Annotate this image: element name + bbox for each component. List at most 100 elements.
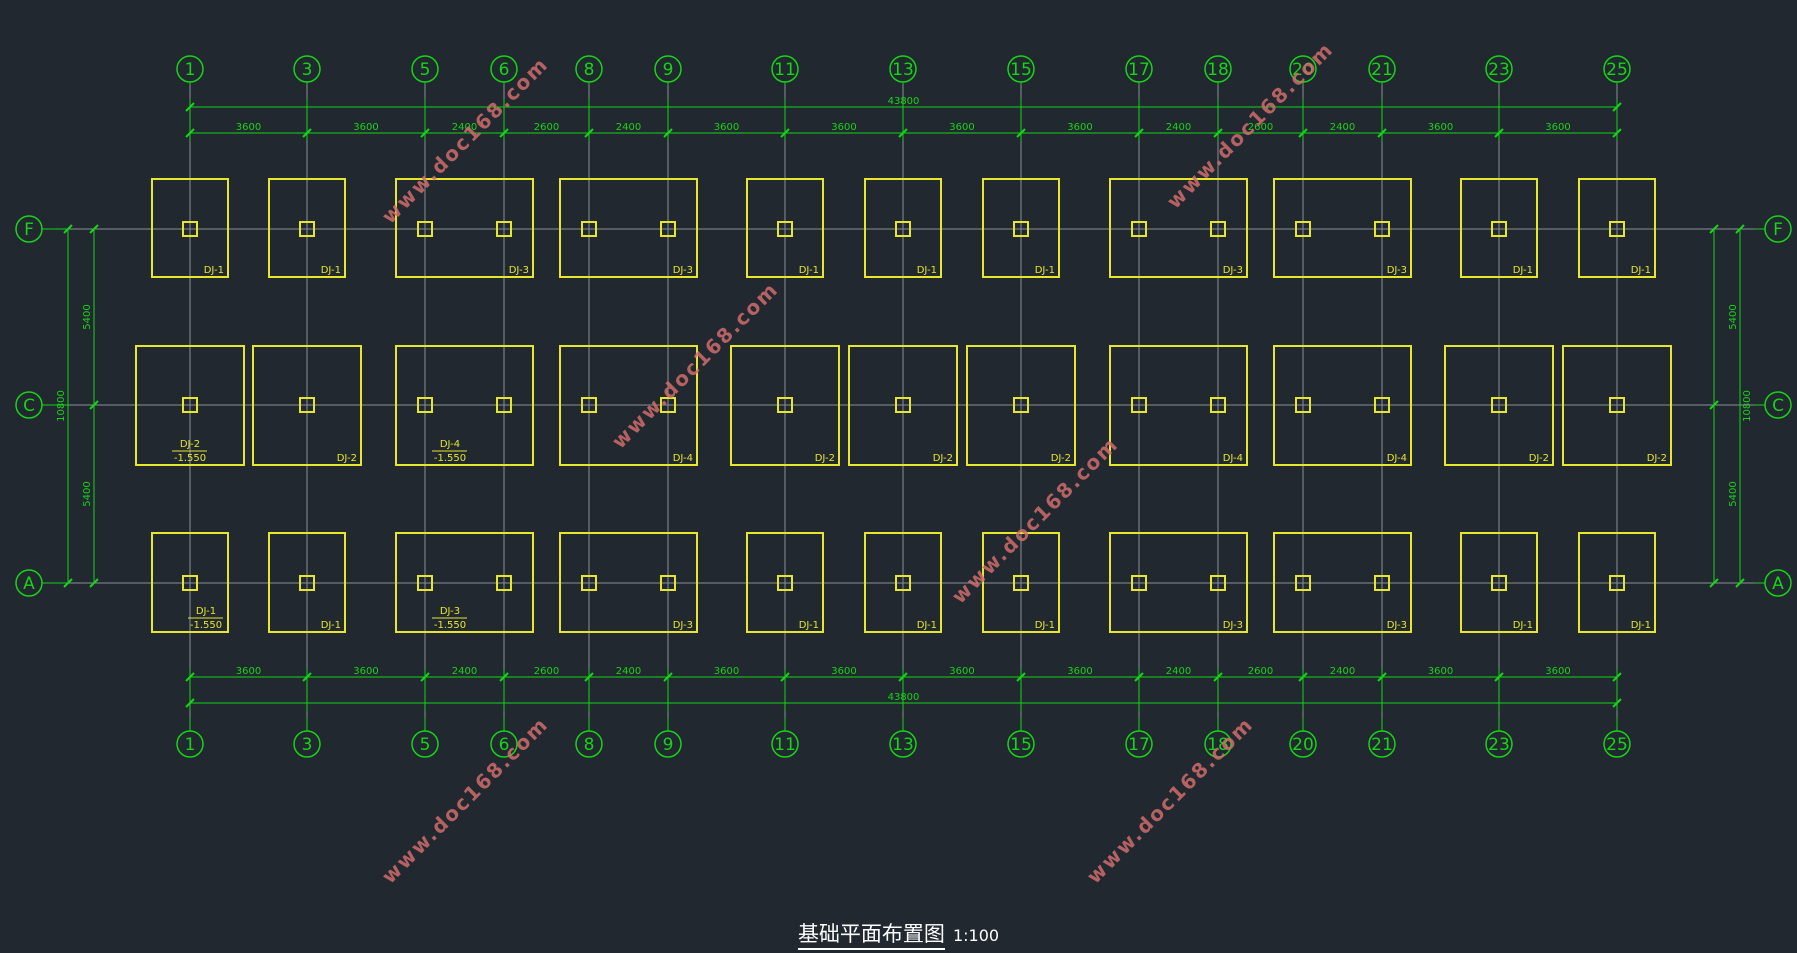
footing-label: DJ-3 bbox=[1387, 620, 1407, 631]
axis-label: 20 bbox=[1292, 60, 1314, 80]
bottom-segment-label: 3600 bbox=[236, 666, 261, 677]
axis-bubble-F-left: F bbox=[15, 215, 68, 243]
axis-bubble-1-top: 1 bbox=[176, 55, 204, 85]
column-marker bbox=[299, 221, 315, 237]
footing-dj-1-13: DJ-1 bbox=[864, 178, 942, 278]
footing-outline bbox=[559, 532, 698, 633]
axis-label: 6 bbox=[499, 735, 510, 755]
top-segment-label: 2600 bbox=[1248, 122, 1273, 133]
footing-dj-1-1: DJ-1-1.550 bbox=[151, 532, 229, 633]
footing-outline bbox=[395, 178, 534, 278]
footing-dj-3-17-18: DJ-3 bbox=[1109, 178, 1248, 278]
footing-outline bbox=[268, 178, 346, 278]
axis-bubble-23-top: 23 bbox=[1485, 55, 1513, 85]
footing-outline bbox=[151, 532, 229, 633]
footing-dj-3-8-9: DJ-3 bbox=[559, 178, 698, 278]
footing-outline bbox=[730, 345, 840, 466]
footing-label: DJ-2 bbox=[1051, 453, 1071, 464]
footing-dj-1-15: DJ-1 bbox=[982, 178, 1060, 278]
drawing-title: 基础平面布置图 bbox=[797, 922, 945, 950]
column-marker bbox=[895, 575, 911, 591]
axis-label: C bbox=[1772, 396, 1784, 416]
footing-outline bbox=[746, 532, 824, 633]
axis-bubble-15-bottom: 15 bbox=[1007, 718, 1035, 758]
column-marker bbox=[1013, 575, 1029, 591]
column-marker bbox=[1374, 397, 1390, 413]
top-segment-label: 3600 bbox=[714, 122, 739, 133]
axis-bubble-C-right: C bbox=[1755, 391, 1792, 419]
axis-bubble-C-left: C bbox=[15, 391, 68, 419]
footing-outline bbox=[1578, 178, 1656, 278]
dimension-tick bbox=[89, 400, 99, 410]
footing-label: DJ-1 bbox=[321, 620, 341, 631]
axis-bubble-15-top: 15 bbox=[1007, 55, 1035, 85]
bottom-segment-label: 3600 bbox=[1545, 666, 1570, 677]
footing-outline bbox=[982, 532, 1060, 633]
axis-label: F bbox=[1773, 220, 1783, 240]
footing-elevation: -1.550 bbox=[434, 453, 466, 464]
column-marker bbox=[417, 397, 433, 413]
top-segment-label: 3600 bbox=[1545, 122, 1570, 133]
axis-label: 21 bbox=[1371, 735, 1393, 755]
right-segment-label: 5400 bbox=[1728, 481, 1739, 506]
dimension-tick bbox=[1709, 578, 1719, 588]
column-marker bbox=[299, 397, 315, 413]
left-segment-label: 5400 bbox=[82, 481, 93, 506]
watermark-text: www.doc168.com bbox=[947, 432, 1123, 608]
footing-outline bbox=[268, 532, 346, 633]
dimension-tick bbox=[1709, 400, 1719, 410]
dimension-tick bbox=[1735, 578, 1745, 588]
axis-label: 23 bbox=[1488, 60, 1510, 80]
footing-label: DJ-4 bbox=[1387, 453, 1407, 464]
axis-label: A bbox=[1772, 574, 1784, 594]
watermarks: www.doc168.com www.doc168.com www.doc168.c… bbox=[377, 37, 1338, 888]
axis-label: 21 bbox=[1371, 60, 1393, 80]
footing-label: DJ-4 bbox=[673, 453, 693, 464]
column-marker bbox=[660, 575, 676, 591]
watermark-text: www.doc168.com bbox=[607, 277, 783, 453]
dimension-tick bbox=[89, 578, 99, 588]
axis-bubble-6-bottom: 6 bbox=[490, 718, 518, 758]
column-marker bbox=[1295, 221, 1311, 237]
axis-bubble-17-bottom: 17 bbox=[1125, 718, 1153, 758]
footing-elevation: -1.550 bbox=[434, 620, 466, 631]
axis-bubble-A-right: A bbox=[1755, 569, 1792, 597]
axis-bubble-18-bottom: 18 bbox=[1204, 718, 1232, 758]
footing-label: DJ-2 bbox=[815, 453, 835, 464]
footing-outline bbox=[1444, 345, 1554, 466]
footing-dj-2-3: DJ-2 bbox=[252, 345, 362, 466]
column-marker bbox=[496, 575, 512, 591]
footing-dj-1-11: DJ-1 bbox=[746, 532, 824, 633]
column-marker bbox=[1491, 575, 1507, 591]
axis-bubble-11-top: 11 bbox=[771, 55, 799, 85]
grid-lines bbox=[42, 85, 1755, 718]
column-marker bbox=[417, 575, 433, 591]
footing-outline bbox=[746, 178, 824, 278]
footing-label: DJ-2 bbox=[933, 453, 953, 464]
axis-bubble-3-top: 3 bbox=[293, 55, 321, 85]
footing-dj-2-15: DJ-2 bbox=[966, 345, 1076, 466]
top-segment-label: 3600 bbox=[831, 122, 856, 133]
axis-label: 3 bbox=[302, 735, 313, 755]
axis-bubble-25-top: 25 bbox=[1603, 55, 1631, 85]
axis-bubble-20-bottom: 20 bbox=[1289, 718, 1317, 758]
top-segment-label: 2400 bbox=[452, 122, 477, 133]
column-marker bbox=[496, 397, 512, 413]
column-marker bbox=[895, 397, 911, 413]
axis-label: 18 bbox=[1207, 735, 1229, 755]
left-segment-label: 5400 bbox=[82, 304, 93, 329]
bottom-segment-label: 3600 bbox=[831, 666, 856, 677]
footing-dj-2-13: DJ-2 bbox=[848, 345, 958, 466]
axis-bubble-17-top: 17 bbox=[1125, 55, 1153, 85]
footing-dj-3-5-6: DJ-3-1.550 bbox=[395, 532, 534, 633]
footing-label: DJ-1 bbox=[1035, 620, 1055, 631]
bottom-segment-label: 2400 bbox=[1166, 666, 1191, 677]
column-marker bbox=[777, 575, 793, 591]
footing-outline bbox=[848, 345, 958, 466]
watermark-text: www.doc168.com bbox=[1082, 712, 1258, 888]
axis-bubble-3-bottom: 3 bbox=[293, 718, 321, 758]
footing-label: DJ-3 bbox=[509, 265, 529, 276]
dimension-tick bbox=[1709, 224, 1719, 234]
